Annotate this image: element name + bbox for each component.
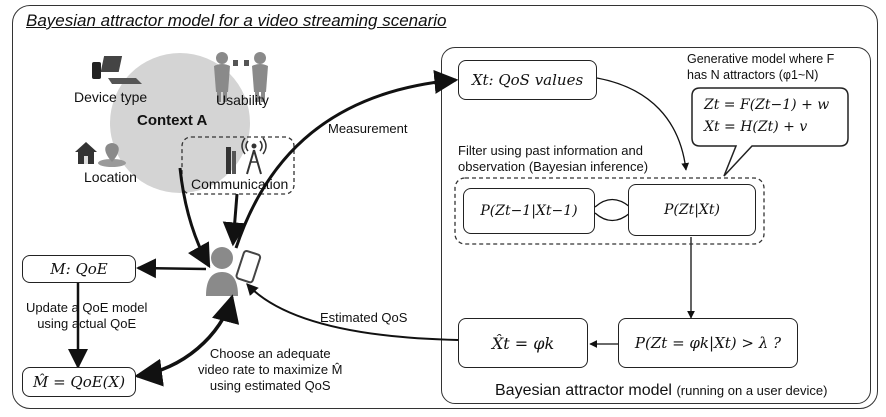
filter-line2: observation (Bayesian inference)	[458, 159, 649, 174]
qos-values-box: Xt: QoS values	[458, 60, 597, 100]
location-icon	[75, 142, 126, 167]
generative-line1: Generative model where F	[687, 52, 835, 66]
usability-icon	[214, 52, 268, 102]
communication-label: Communication	[191, 176, 289, 192]
context-label: Context A	[137, 113, 207, 129]
measurement-label: Measurement	[328, 121, 408, 136]
estimated-qos-label: Estimated QoS	[320, 310, 408, 325]
choose-rate-line3: using estimated QoS	[209, 378, 331, 393]
filter-line1: Filter using past information and	[458, 143, 643, 158]
communication-icon	[226, 137, 267, 175]
bam-caption-note: (running on a user device)	[676, 383, 828, 398]
qos-values-text: Xt: QoS values	[471, 71, 584, 89]
qoe-model-box: M̂ = QoE(X)	[22, 367, 136, 397]
location-label: Location	[84, 169, 137, 185]
update-qoe-text: Update a QoE model using actual QoE	[26, 300, 147, 332]
choose-rate-line2: video rate to maximize M̂	[198, 362, 343, 377]
usability-label: Usability	[216, 92, 269, 108]
update-qoe-line1: Update a QoE model	[26, 300, 148, 315]
outer-frame	[12, 5, 878, 409]
generative-model-text: Generative model where F has N attractor…	[687, 51, 834, 83]
context-label-text: Context A	[137, 112, 208, 129]
generative-callout	[691, 87, 849, 177]
prev-posterior-box: P(Zt−1|Xt−1)	[463, 188, 595, 234]
device-icon	[92, 56, 142, 84]
bam-caption: Bayesian attractor model (running on a u…	[495, 382, 827, 400]
observation-equation: Xt = H(Zt) + v	[704, 119, 808, 135]
user-icon	[206, 247, 262, 296]
bam-frame	[441, 47, 871, 404]
choose-rate-line1: Choose an adequate	[209, 346, 331, 361]
posterior-box: P(Zt|Xt)	[628, 184, 756, 236]
device-type-label: Device type	[74, 89, 148, 105]
generative-line2: has N attractors (φ1~N)	[687, 68, 819, 82]
estimate-box: X̂t = φk	[458, 318, 588, 368]
update-qoe-line2: using actual QoE	[37, 316, 137, 331]
bam-caption-title: Bayesian attractor model	[495, 382, 672, 399]
qoe-box: M: QoE	[22, 255, 136, 283]
choose-rate-text: Choose an adequate video rate to maximiz…	[198, 346, 343, 394]
filter-group	[454, 177, 765, 245]
communication-group	[181, 136, 295, 195]
state-equation: Zt = F(Zt−1) + w	[704, 97, 830, 113]
filter-text: Filter using past information and observ…	[458, 143, 648, 175]
generative-equations: Zt = F(Zt−1) + w Xt = H(Zt) + v	[704, 94, 829, 138]
diagram-title: Bayesian attractor model for a video str…	[26, 11, 447, 30]
threshold-box: P(Zt = φk|Xt) > λ ?	[618, 318, 798, 368]
